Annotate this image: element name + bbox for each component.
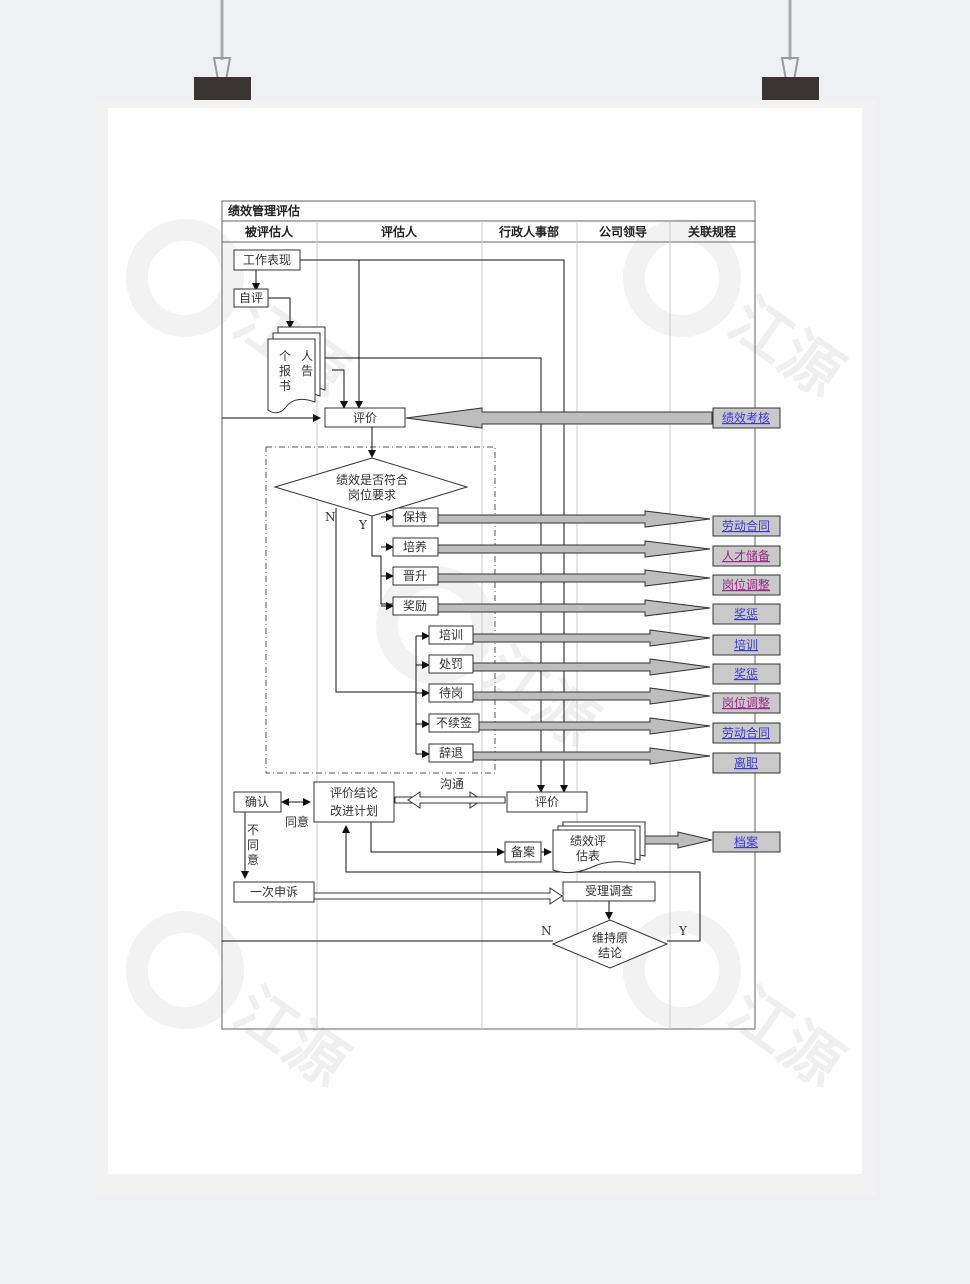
option-train: 培训 [439,627,463,642]
disagree-char: 意 [247,852,259,867]
procedure-link[interactable]: 奖惩 [734,667,758,681]
no-label: N [325,510,336,524]
investigate-box: 受理调查 [585,884,633,898]
procedure-link[interactable]: 培训 [734,637,758,652]
no-label-2: N [541,924,552,938]
gray-link-arrows [405,407,713,849]
procedure-link[interactable]: 人才储备 [722,548,770,563]
conclusion-text: 改进计划 [330,804,378,818]
option-keep: 保持 [403,509,427,524]
decision-text: 绩效是否符合 [336,472,408,487]
report-char: 个 [279,349,291,363]
report-char: 人 [301,349,313,363]
confirm-box: 确认 [245,795,269,809]
yes-label-2: Y [678,924,688,938]
procedure-link[interactable]: 档案 [734,834,758,849]
evaluate-box: 评价 [353,411,377,425]
decision-text: 岗位要求 [348,487,396,502]
procedure-link[interactable]: 劳动合同 [722,518,770,533]
lane-header: 评估人 [381,224,418,239]
disagree-char: 不 [247,823,259,837]
self-eval-box: 自评 [239,291,263,305]
appeal-box: 一次申诉 [250,885,298,899]
hanging-clips [194,0,819,109]
report-char: 告 [301,364,313,378]
option-standby: 待岗 [439,686,463,700]
procedure-link-box[interactable] [712,574,781,596]
chart-title: 绩效管理评估 [228,203,300,218]
procedure-link-box[interactable] [712,831,781,853]
report-char: 书 [279,379,291,393]
procedure-link[interactable]: 岗位调整 [722,577,770,592]
procedure-link-box[interactable] [712,603,781,625]
connectors [222,259,701,942]
procedure-link-box[interactable] [712,545,781,567]
option-dismiss: 辞退 [439,745,463,760]
procedure-link-box[interactable] [712,722,781,744]
work-performance-box: 工作表现 [243,253,291,267]
procedure-link-box[interactable] [712,752,781,774]
option-reward: 奖励 [403,599,427,613]
document-stack [267,326,646,874]
report-char: 报 [279,363,291,378]
communicate-label: 沟通 [440,777,464,791]
hr-evaluate-box: 评价 [535,795,559,809]
procedure-link-box[interactable] [712,663,781,685]
procedure-link-box[interactable] [712,634,781,656]
yes-label: Y [358,518,368,532]
lane-header: 公司领导 [599,224,647,239]
lane-header: 关联规程 [688,224,736,239]
procedure-link[interactable]: 劳动合同 [722,725,770,740]
lane-header: 被评估人 [245,224,294,239]
form-text: 估表 [576,849,600,863]
option-cultivate: 培养 [403,539,427,554]
hollow-arrows [313,791,563,905]
form-text: 绩效评 [570,833,606,848]
agree-label: 同意 [285,814,309,829]
lane-header: 行政人事部 [498,224,559,239]
procedure-link-box[interactable] [712,692,781,714]
conclusion-text: 评价结论 [330,786,378,800]
option-no-renew: 不续签 [436,715,472,730]
procedure-link[interactable]: 岗位调整 [722,695,770,710]
file-box: 备案 [511,844,535,859]
procedure-link-box[interactable] [712,407,781,429]
process-boxes [233,249,669,969]
option-punish: 处罚 [439,657,463,671]
maintain-text: 结论 [598,946,622,960]
procedure-link[interactable]: 绩效考核 [722,410,770,425]
procedure-link-box[interactable] [712,515,781,537]
procedure-link[interactable]: 离职 [734,755,758,770]
option-promote: 晋升 [403,569,427,583]
procedure-link[interactable]: 奖惩 [734,607,758,621]
maintain-text: 维持原 [592,930,628,945]
disagree-char: 同 [247,838,259,852]
